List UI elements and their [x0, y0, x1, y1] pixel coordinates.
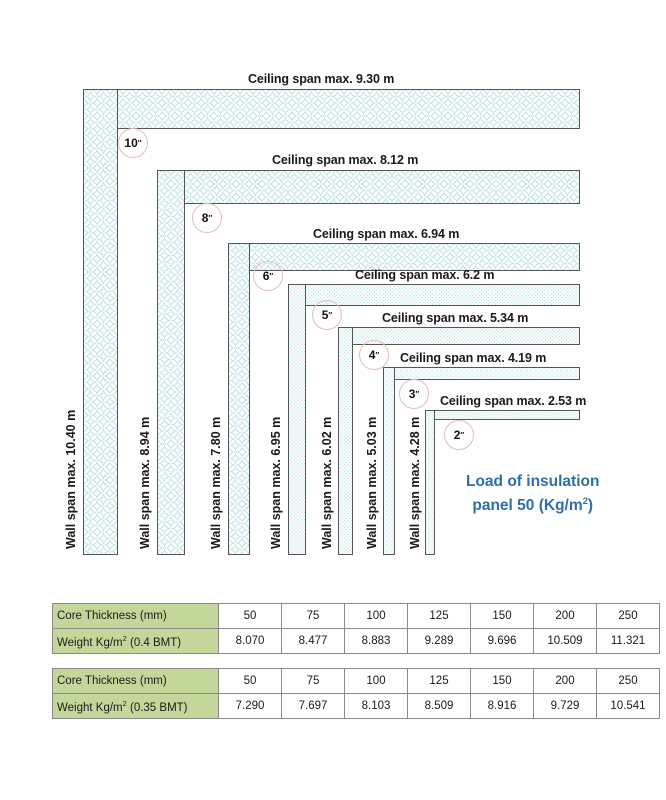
table-row: Weight Kg/m2 (0.35 BMT) 7.290 7.697 8.10…: [52, 693, 660, 719]
load-legend-line2: panel 50 (Kg/m2): [472, 495, 594, 515]
load-legend-line1: Load of insulation: [466, 473, 600, 490]
ceiling-panel-3in: [383, 367, 580, 380]
cell-thickness: 150: [470, 603, 534, 629]
honeycomb-fill: [339, 328, 352, 554]
honeycomb-fill: [289, 285, 579, 305]
table-row: Core Thickness (mm) 50 75 100 125 150 20…: [52, 668, 660, 694]
ceiling-panel-2in: [425, 410, 580, 420]
wall-span-label-6in: Wall span max. 7.80 m: [209, 416, 223, 549]
inch-symbol: ″: [208, 213, 213, 223]
wall-panel-3in: [383, 367, 395, 555]
thickness-marker-10in: 10″: [118, 128, 148, 158]
wall-span-label-2in: Wall span max. 4.28 m: [408, 416, 422, 549]
honeycomb-fill: [84, 90, 117, 554]
honeycomb-fill: [289, 285, 305, 554]
cell-thickness: 100: [344, 668, 408, 694]
honeycomb-fill: [384, 368, 579, 379]
wall-panel-6in: [228, 243, 250, 555]
cell-weight: 10.541: [596, 693, 660, 719]
cell-thickness: 75: [281, 603, 345, 629]
ceiling-panel-6in: [228, 243, 580, 271]
cell-thickness: 125: [407, 603, 471, 629]
thickness-marker-2in: 2″: [444, 420, 474, 450]
honeycomb-fill: [384, 368, 394, 554]
ceiling-span-label-3in: Ceiling span max. 4.19 m: [400, 351, 547, 365]
cell-thickness: 100: [344, 603, 408, 629]
honeycomb-fill: [426, 411, 434, 554]
inch-symbol: ″: [460, 430, 465, 440]
thickness-marker-3in: 3″: [399, 379, 429, 409]
cell-weight: 10.509: [533, 628, 597, 654]
wall-panel-8in: [157, 170, 185, 555]
load-legend: Load of insulation panel 50 (Kg/m2): [466, 470, 599, 518]
wall-panel-2in: [425, 410, 435, 555]
wall-panel-5in: [288, 284, 306, 555]
cell-weight: 7.697: [281, 693, 345, 719]
cell-weight: 7.290: [218, 693, 282, 719]
inch-symbol: ″: [415, 389, 420, 399]
cell-thickness: 75: [281, 668, 345, 694]
cell-thickness: 50: [218, 603, 282, 629]
table-row: Core Thickness (mm) 50 75 100 125 150 20…: [52, 603, 660, 629]
table-row: Weight Kg/m2 (0.4 BMT) 8.070 8.477 8.883…: [52, 628, 660, 654]
honeycomb-fill: [158, 171, 579, 203]
row-header-core-thickness: Core Thickness (mm): [52, 603, 219, 629]
cell-weight: 9.696: [470, 628, 534, 654]
cell-weight: 8.070: [218, 628, 282, 654]
ceiling-span-label-2in: Ceiling span max. 2.53 m: [440, 394, 587, 408]
wall-panel-4in: [338, 327, 353, 555]
wall-span-label-5in: Wall span max. 6.95 m: [269, 416, 283, 549]
cell-weight: 8.477: [281, 628, 345, 654]
cell-weight: 8.883: [344, 628, 408, 654]
ceiling-panel-8in: [157, 170, 580, 204]
inch-symbol: ″: [328, 310, 333, 320]
wall-span-label-3in: Wall span max. 5.03 m: [365, 416, 379, 549]
thickness-marker-5in: 5″: [312, 300, 342, 330]
cell-thickness: 125: [407, 668, 471, 694]
wall-span-label-4in: Wall span max. 6.02 m: [320, 416, 334, 549]
thickness-marker-4in: 4″: [359, 340, 389, 370]
honeycomb-fill: [339, 328, 579, 344]
ceiling-panel-4in: [338, 327, 580, 345]
row-header-weight: Weight Kg/m2 (0.4 BMT): [52, 628, 219, 654]
ceiling-panel-10in: [83, 89, 580, 129]
row-header-core-thickness: Core Thickness (mm): [52, 668, 219, 694]
weight-table-035bmt: Core Thickness (mm) 50 75 100 125 150 20…: [52, 668, 660, 719]
cell-thickness: 200: [533, 603, 597, 629]
thickness-marker-6in: 6″: [253, 261, 283, 291]
inch-symbol: ″: [375, 350, 380, 360]
ceiling-span-label-8in: Ceiling span max. 8.12 m: [272, 153, 419, 167]
wall-span-label-8in: Wall span max. 8.94 m: [138, 416, 152, 549]
cell-weight: 11.321: [596, 628, 660, 654]
row-header-weight: Weight Kg/m2 (0.35 BMT): [52, 693, 219, 719]
honeycomb-fill: [229, 244, 249, 554]
honeycomb-fill: [229, 244, 579, 270]
inch-symbol: ″: [137, 138, 142, 148]
cell-thickness: 250: [596, 603, 660, 629]
cell-weight: 9.289: [407, 628, 471, 654]
ceiling-span-label-4in: Ceiling span max. 5.34 m: [382, 311, 529, 325]
inch-symbol: ″: [269, 271, 274, 281]
ceiling-span-label-6in: Ceiling span max. 6.94 m: [313, 227, 460, 241]
thickness-marker-8in: 8″: [192, 203, 222, 233]
wall-span-label-10in: Wall span max. 10.40 m: [64, 409, 78, 549]
cell-thickness: 50: [218, 668, 282, 694]
honeycomb-fill: [158, 171, 184, 554]
honeycomb-fill: [426, 411, 579, 419]
ceiling-span-label-5in: Ceiling span max. 6.2 m: [355, 268, 495, 282]
cell-weight: 9.729: [533, 693, 597, 719]
honeycomb-fill: [84, 90, 579, 128]
cell-weight: 8.916: [470, 693, 534, 719]
weight-table-04bmt: Core Thickness (mm) 50 75 100 125 150 20…: [52, 603, 660, 654]
cell-weight: 8.103: [344, 693, 408, 719]
cell-weight: 8.509: [407, 693, 471, 719]
cell-thickness: 200: [533, 668, 597, 694]
cell-thickness: 250: [596, 668, 660, 694]
cell-thickness: 150: [470, 668, 534, 694]
wall-panel-10in: [83, 89, 118, 555]
ceiling-span-label-10in: Ceiling span max. 9.30 m: [248, 72, 395, 86]
ceiling-panel-5in: [288, 284, 580, 306]
